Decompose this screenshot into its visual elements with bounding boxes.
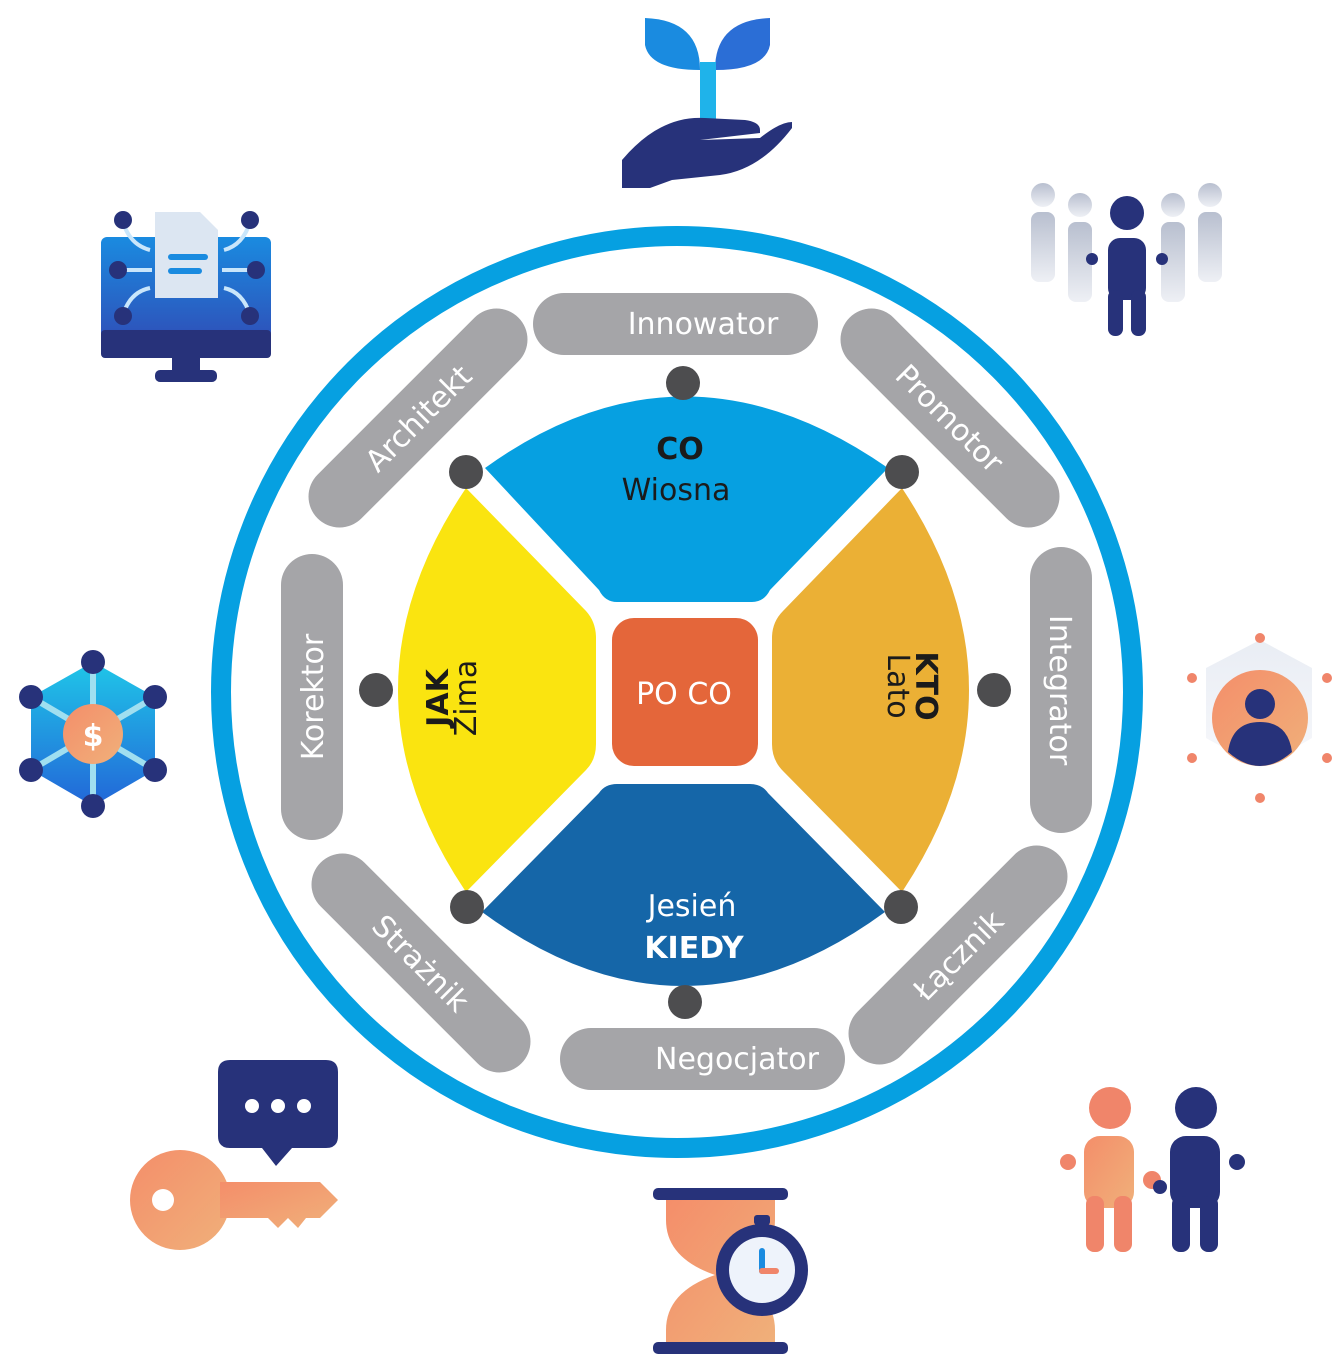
- key-chat-bubble-icon: [130, 1060, 338, 1250]
- quadrant-bottom-regular-label: Jesień: [646, 889, 737, 924]
- team-leader-icon: [1031, 183, 1222, 336]
- node-top: [666, 366, 700, 400]
- outer-ring: [211, 226, 1143, 1158]
- role-pill-bottom-left: Strażnik: [311, 853, 531, 1073]
- two-people-handshake-icon: [1060, 1087, 1245, 1252]
- node-bottom-right: [884, 890, 918, 924]
- quadrant-right-bold-label: KTO: [908, 651, 943, 720]
- quadrant-left-regular-label: Zima: [449, 660, 484, 737]
- role-label-negocjator: Negocjator: [655, 1042, 820, 1077]
- role-pill-left: Korektor: [281, 554, 343, 840]
- center-label: PO CO: [636, 677, 732, 712]
- user-profile-network-icon: [1187, 633, 1332, 803]
- money-network-hexagon-icon: $: [19, 650, 167, 818]
- role-pill-right: Integrator: [1030, 547, 1092, 833]
- quadrant-right-regular-label: Lato: [880, 653, 915, 718]
- role-pill-top-left: Architekt: [308, 308, 528, 528]
- quadrant-top-co: [485, 396, 888, 602]
- connector-nodes: [359, 366, 1011, 1019]
- role-label-korektor: Korektor: [296, 633, 331, 760]
- quadrant-bottom-kiedy: [482, 784, 885, 986]
- computer-document-network-icon: [101, 211, 271, 382]
- quadrant-right-kto: [772, 488, 969, 892]
- role-pill-bottom: Negocjator: [560, 1028, 845, 1090]
- quadrant-bottom-bold-label: KIEDY: [644, 931, 745, 966]
- role-label-integrator: Integrator: [1042, 615, 1077, 766]
- role-pill-top: Innowator: [533, 293, 818, 355]
- role-label-innowator: Innowator: [628, 307, 779, 342]
- node-bottom: [668, 985, 702, 1019]
- quadrant-left-bold-label: JAK: [421, 667, 456, 728]
- node-right: [977, 673, 1011, 707]
- hourglass-clock-icon: [653, 1188, 808, 1354]
- quadrant-left-jak: [398, 488, 596, 892]
- quadrant-top-bold-label: CO: [656, 432, 704, 467]
- node-top-left: [449, 455, 483, 489]
- svg-text:$: $: [83, 719, 104, 754]
- node-bottom-left: [450, 890, 484, 924]
- node-top-right: [885, 455, 919, 489]
- quadrant-top-regular-label: Wiosna: [622, 473, 731, 508]
- plant-in-hand-icon: [622, 18, 792, 188]
- center-box: [612, 618, 758, 766]
- node-left: [359, 673, 393, 707]
